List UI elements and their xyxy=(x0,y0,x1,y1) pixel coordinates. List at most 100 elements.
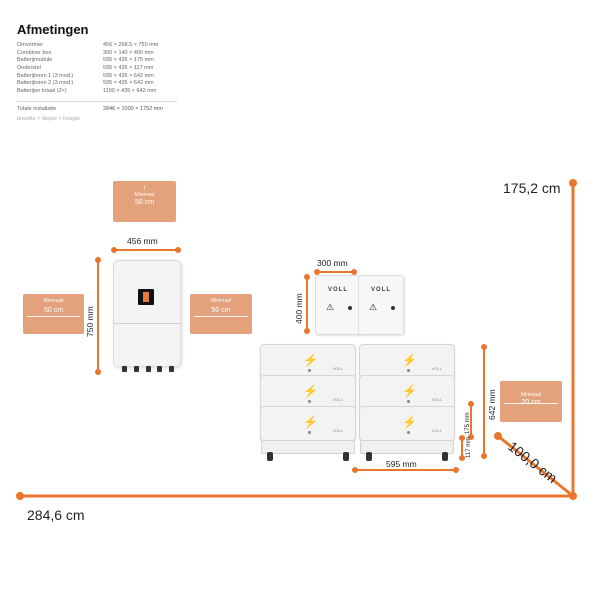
spec-value: 1190 × 435 × 642 mm xyxy=(103,88,157,95)
clearance-line xyxy=(27,316,80,317)
spec-divider xyxy=(17,100,177,102)
clearance-label: Minimaal xyxy=(134,192,155,198)
clearance-label: Minimaal xyxy=(43,298,64,304)
base-height-label: 117 mm xyxy=(466,436,472,458)
spec-label: Combiner box xyxy=(17,49,52,56)
inverter-seam xyxy=(114,323,180,324)
spec-value: 2846 × 1000 × 1752 mm xyxy=(103,105,163,112)
battery-module: ⚡ VOLL xyxy=(359,375,455,410)
combiner-switch xyxy=(348,306,352,310)
warning-icon: ⚠ xyxy=(369,302,378,312)
combiner-box: VOLL ⚠ xyxy=(358,275,404,335)
inverter-unit xyxy=(113,260,181,372)
battery-base xyxy=(261,440,355,454)
endpoint-dot xyxy=(304,328,310,334)
clearance-right-box: Minimaal 50 cm xyxy=(190,294,252,334)
combiner-width-label: 300 mm xyxy=(317,258,348,268)
bolt-icon: ⚡ xyxy=(303,384,318,398)
spec-value: 595 × 435 × 642 mm xyxy=(103,72,154,79)
battery-module: ⚡VOLL xyxy=(359,344,455,379)
status-dot xyxy=(407,400,410,403)
battery-module: ⚡ VOLL xyxy=(359,406,455,441)
endpoint-dot xyxy=(494,432,502,440)
wheel xyxy=(267,452,273,461)
clearance-left-box: Minimaal 50 cm xyxy=(23,294,84,334)
endpoint-dot xyxy=(352,467,358,473)
spec-value: 456 × 268.5 × 750 mm xyxy=(103,42,159,48)
bolt-icon: ⚡ xyxy=(402,384,417,398)
arrow-up-icon: ↑ xyxy=(142,183,147,192)
spec-row: Batterijtoren 2 (3 mod.) 595 × 435 × 642 … xyxy=(17,80,197,88)
module-logo: VOLL xyxy=(431,428,442,433)
clearance-label: Minimaal xyxy=(210,298,231,304)
inverter-display xyxy=(138,289,154,305)
clearance-value: 20 cm xyxy=(500,399,562,406)
spec-row: Omvormer 456 × 268.5 × 750 mm xyxy=(17,42,197,50)
module-logo: VOLL xyxy=(332,366,343,371)
status-dot xyxy=(407,431,410,434)
endpoint-dot xyxy=(569,179,577,187)
endpoint-dot xyxy=(481,453,487,459)
endpoint-dot xyxy=(459,435,465,441)
total-height-label: 175,2 cm xyxy=(503,180,561,196)
inverter-connectors xyxy=(122,366,174,372)
combiner-logo: VOLL xyxy=(371,287,391,293)
endpoint-dot xyxy=(453,467,459,473)
spec-total-row: Totale installatie 2846 × 1000 × 1752 mm xyxy=(17,106,197,114)
module-logo: VOLL xyxy=(332,428,343,433)
module-height-label: 175 mm xyxy=(465,412,471,434)
inverter-height-label: 750 mm xyxy=(85,306,95,337)
clearance-battery-box: Minimaal 20 cm xyxy=(500,381,562,422)
clearance-label: Minimaal xyxy=(520,392,541,398)
endpoint-dot xyxy=(314,269,320,275)
spec-label: Batterijen totaal (2×) xyxy=(17,88,67,95)
spec-row: Batterijen totaal (2×) 1190 × 435 × 642 m… xyxy=(17,88,197,96)
endpoint-dot xyxy=(468,434,474,440)
bolt-icon: ⚡ xyxy=(303,415,318,429)
wheel xyxy=(343,452,349,461)
clearance-top-box: ↑ Minimaal 50 cm xyxy=(113,181,176,222)
spec-row: Combiner box 300 × 140 × 400 mm xyxy=(17,50,197,58)
endpoint-dot xyxy=(351,269,357,275)
endpoint-dot xyxy=(468,401,474,407)
endpoint-dot xyxy=(304,274,310,280)
total-width-label: 284,6 cm xyxy=(27,507,85,523)
module-logo: VOLL xyxy=(431,397,442,402)
spec-label: Batterijtoren 2 (3 mod.) xyxy=(17,80,74,87)
combiner-box: VOLL ⚠ xyxy=(315,275,361,335)
spec-label: Totale installatie xyxy=(17,105,57,112)
bolt-icon: ⚡ xyxy=(303,353,318,367)
combiner-logo: VOLL xyxy=(328,287,348,293)
spec-value: 300 × 140 × 400 mm xyxy=(103,49,154,56)
bolt-icon: ⚡ xyxy=(402,353,417,367)
page-title: Afmetingen xyxy=(17,22,89,37)
clearance-value: 50 cm xyxy=(211,307,231,314)
spec-value: 595 × 435 × 642 mm xyxy=(103,80,154,87)
wheel xyxy=(366,452,372,461)
status-dot xyxy=(308,400,311,403)
clearance-value: 50 cm xyxy=(43,307,64,314)
endpoint-dot xyxy=(95,369,101,375)
battery-module: ⚡VOLL xyxy=(260,375,356,410)
spec-value: 595 × 435 × 117 mm xyxy=(103,65,154,72)
endpoint-dot xyxy=(95,257,101,263)
battery-module: ⚡ VOLL xyxy=(260,344,356,379)
endpoint-dot xyxy=(16,492,24,500)
battery-base xyxy=(360,440,454,454)
battery-width-label: 595 mm xyxy=(386,459,417,469)
battery-module: ⚡ VOLL xyxy=(260,406,356,441)
spec-label: Batterijmodule xyxy=(17,57,53,64)
endpoint-dot xyxy=(111,247,117,253)
inverter-width-label: 456 mm xyxy=(127,236,158,246)
endpoint-dot xyxy=(175,247,181,253)
combiner-switch xyxy=(391,306,395,310)
wheel xyxy=(442,452,448,461)
spec-note: breedte × diepte × hoogte xyxy=(17,115,80,122)
warning-icon: ⚠ xyxy=(326,302,335,312)
spec-label: Omvormer xyxy=(17,42,43,48)
spec-row: Batterijmodule 595 × 435 × 175 mm xyxy=(17,57,197,65)
bolt-icon: ⚡ xyxy=(402,415,417,429)
spec-value: 595 × 435 × 175 mm xyxy=(103,57,154,64)
